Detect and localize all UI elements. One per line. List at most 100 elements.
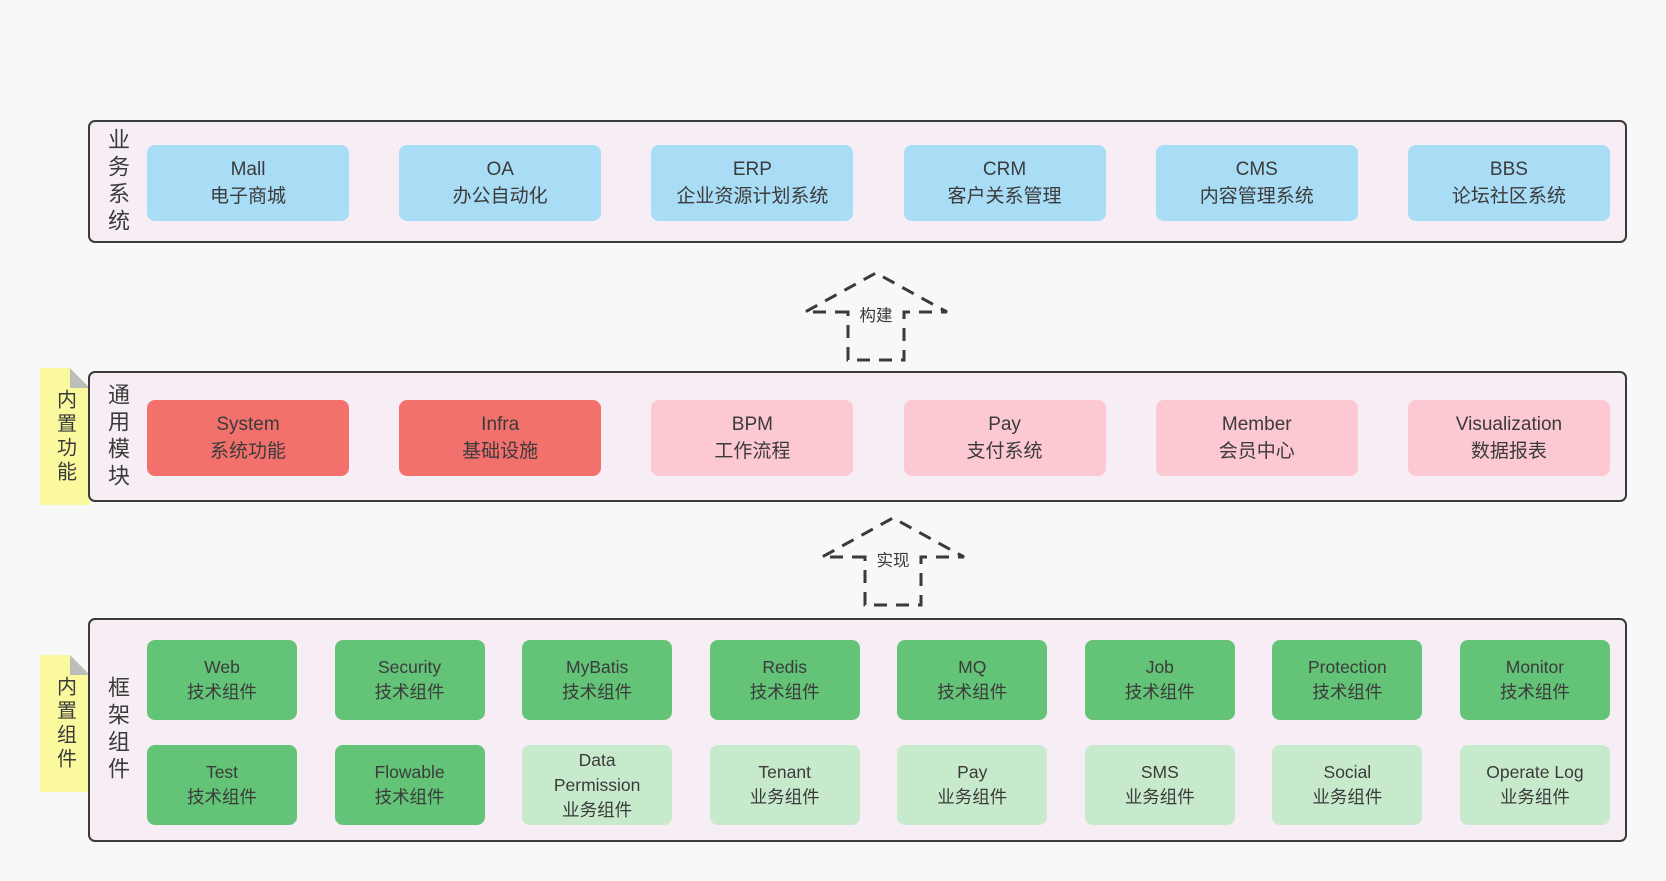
box-title: Test [205, 762, 239, 782]
component-box-redis: Redis 技术组件 [709, 640, 860, 720]
box-subtitle: 内容管理系统 [1199, 186, 1314, 207]
box-title: Pay [988, 414, 1021, 435]
box-title: Monitor [1505, 657, 1565, 677]
build-arrow-label: 构建 [856, 302, 896, 326]
box-title: Pay [957, 762, 988, 782]
box-subtitle: 数据报表 [1470, 441, 1547, 462]
box-title: CRM [982, 159, 1027, 180]
framework-components-layer: 框架组件 Web 技术组件 Security 技术组件 MyBatis 技术组件… [88, 618, 1627, 842]
box-subtitle: 技术组件 [937, 682, 1008, 702]
box-title: Infra [481, 414, 520, 435]
component-box-job: Job 技术组件 [1084, 640, 1235, 720]
box-title: MyBatis [566, 657, 629, 677]
box-subtitle: 技术组件 [187, 682, 257, 702]
module-box-member: Member 会员中心 [1155, 400, 1358, 476]
business-box-oa: OA 办公自动化 [399, 145, 602, 221]
box-subtitle: 企业资源计划系统 [676, 186, 829, 207]
business-box-cms: CMS 内容管理系统 [1155, 145, 1358, 221]
business-box-erp: ERP 企业资源计划系统 [651, 145, 854, 221]
common-modules-layer: 通用模块 System 系统功能 Infra 基础设施 BPM 工作流程 Pay… [88, 371, 1627, 502]
layer-label: 业务系统 [105, 127, 130, 236]
component-box-security: Security 技术组件 [334, 640, 485, 720]
box-title: Data Permission [553, 749, 641, 795]
component-box-protection: Protection 技术组件 [1272, 640, 1423, 720]
module-box-system: System 系统功能 [147, 400, 349, 476]
sticky-note-built-in-features: 内置功能 [40, 368, 90, 505]
component-box-test: Test 技术组件 [147, 745, 297, 825]
business-box-mall: Mall 电子商城 [147, 145, 349, 221]
box-subtitle: 客户关系管理 [947, 186, 1062, 207]
module-box-infra: Infra 基础设施 [399, 400, 602, 476]
component-box-social: Social 业务组件 [1272, 745, 1423, 825]
box-subtitle: 技术组件 [374, 787, 445, 807]
build-arrow-icon [804, 271, 948, 362]
box-title: Member [1221, 414, 1292, 435]
box-title: Redis [762, 657, 808, 677]
box-title: Web [204, 657, 240, 677]
box-title: BBS [1489, 159, 1528, 180]
box-subtitle: 技术组件 [1124, 682, 1195, 702]
component-box-row-1: Web 技术组件 Security 技术组件 MyBatis 技术组件 Redi… [147, 640, 1610, 720]
folded-corner-icon [70, 655, 90, 675]
component-box-flowable: Flowable 技术组件 [334, 745, 485, 825]
box-subtitle: 业务组件 [1124, 787, 1195, 807]
box-subtitle: 技术组件 [1499, 682, 1570, 702]
module-box-visualization: Visualization 数据报表 [1407, 400, 1610, 476]
component-box-mybatis: MyBatis 技术组件 [522, 640, 673, 720]
layer-label: 通用模块 [105, 382, 130, 491]
box-title: Tenant [758, 762, 811, 782]
box-subtitle: 工作流程 [714, 441, 791, 462]
box-subtitle: 技术组件 [562, 682, 633, 702]
box-title: OA [486, 159, 514, 180]
sticky-note-built-in-components: 内置组件 [40, 655, 90, 792]
implement-arrow-label: 实现 [873, 547, 913, 571]
box-subtitle: 业务组件 [1499, 787, 1570, 807]
box-title: Security [377, 657, 442, 677]
box-subtitle: 业务组件 [749, 787, 820, 807]
component-box-monitor: Monitor 技术组件 [1459, 640, 1610, 720]
box-subtitle: 技术组件 [374, 682, 445, 702]
component-box-tenant: Tenant 业务组件 [709, 745, 860, 825]
folded-corner-icon [70, 368, 90, 388]
implement-arrow-icon [821, 516, 965, 607]
component-box-mq: MQ 技术组件 [897, 640, 1048, 720]
box-subtitle: 办公自动化 [452, 186, 548, 207]
box-title: CMS [1235, 159, 1278, 180]
box-title: System [216, 414, 280, 435]
box-subtitle: 业务组件 [562, 799, 633, 820]
box-subtitle: 技术组件 [1312, 682, 1383, 702]
box-title: MQ [958, 657, 987, 677]
box-title: ERP [732, 159, 772, 180]
business-box-row: Mall 电子商城 OA 办公自动化 ERP 企业资源计划系统 CRM 客户关系… [147, 145, 1610, 221]
box-title: Protection [1307, 657, 1387, 677]
box-subtitle: 基础设施 [462, 441, 539, 462]
component-box-web: Web 技术组件 [147, 640, 297, 720]
box-title: SMS [1140, 762, 1179, 782]
box-subtitle: 技术组件 [187, 787, 257, 807]
box-subtitle: 业务组件 [937, 787, 1008, 807]
component-box-pay: Pay 业务组件 [897, 745, 1048, 825]
sticky-note-text: 内置功能 [53, 388, 76, 485]
business-box-bbs: BBS 论坛社区系统 [1407, 145, 1610, 221]
component-box-row-2: Test 技术组件 Flowable 技术组件 Data Permission … [147, 745, 1610, 825]
box-subtitle: 技术组件 [749, 682, 820, 702]
module-box-bpm: BPM 工作流程 [651, 400, 854, 476]
box-title: Flowable [374, 762, 445, 782]
box-subtitle: 支付系统 [966, 441, 1043, 462]
module-box-pay: Pay 支付系统 [903, 400, 1106, 476]
box-title: Job [1145, 657, 1174, 677]
box-title: Social [1323, 762, 1372, 782]
box-subtitle: 论坛社区系统 [1451, 186, 1566, 207]
box-title: BPM [731, 414, 773, 435]
component-box-operate-log: Operate Log 业务组件 [1459, 745, 1610, 825]
business-box-crm: CRM 客户关系管理 [903, 145, 1106, 221]
module-box-row: System 系统功能 Infra 基础设施 BPM 工作流程 Pay 支付系统… [147, 400, 1610, 476]
layer-label: 框架组件 [105, 676, 130, 784]
component-box-data-permission: Data Permission 业务组件 [522, 745, 673, 825]
box-title: Mall [230, 159, 266, 180]
box-subtitle: 系统功能 [209, 441, 286, 462]
box-subtitle: 业务组件 [1312, 787, 1383, 807]
box-title: Operate Log [1486, 762, 1584, 782]
business-systems-layer: 业务系统 Mall 电子商城 OA 办公自动化 ERP 企业资源计划系统 CRM… [88, 120, 1627, 243]
